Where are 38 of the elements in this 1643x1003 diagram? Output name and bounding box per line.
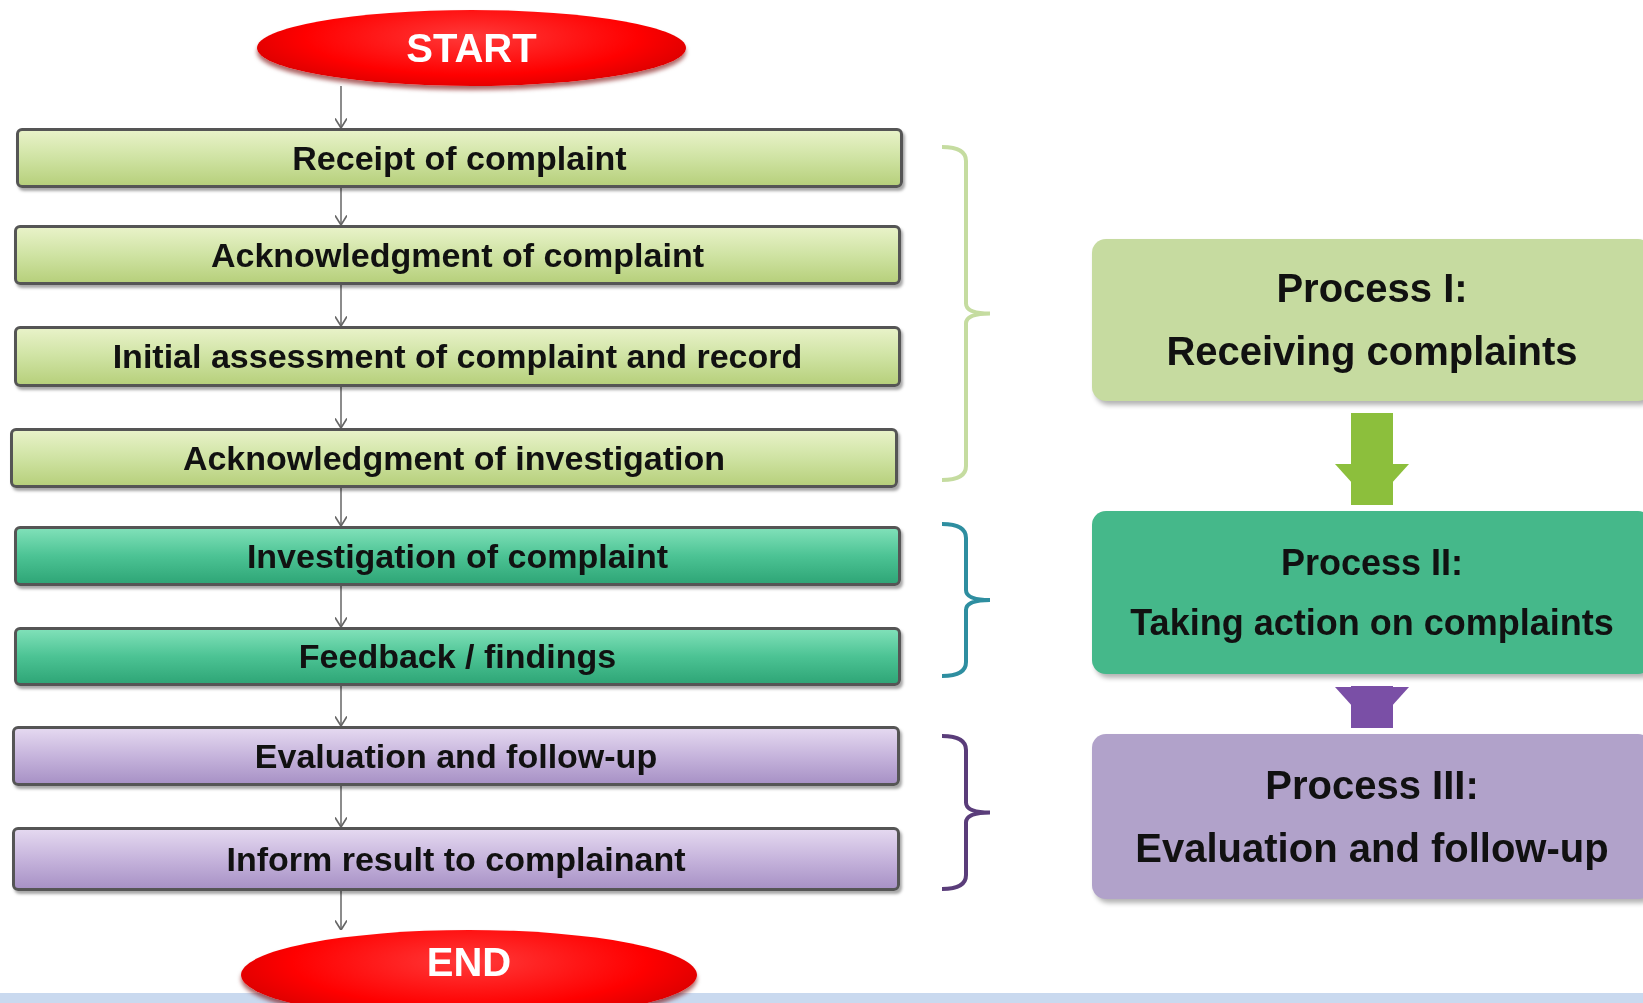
block-arrow <box>1335 686 1409 728</box>
arrow <box>334 187 348 226</box>
arrow <box>334 585 348 628</box>
process-bar <box>14 326 901 387</box>
arrow <box>334 386 348 429</box>
process-label: Taking action on complaints <box>1130 601 1614 644</box>
node-label: END <box>426 940 512 985</box>
node-label: Initial assessment of complaint and record <box>112 337 803 376</box>
process-box <box>1092 734 1643 899</box>
arrow <box>334 785 348 828</box>
process-bar <box>16 128 903 188</box>
process-bar <box>14 225 901 285</box>
arrow <box>334 890 348 931</box>
node-label: Evaluation and follow-up <box>254 736 658 776</box>
arrow <box>334 685 348 727</box>
arrow <box>334 284 348 327</box>
node-label: Feedback / findings <box>298 637 617 676</box>
node-label: Acknowledgment of complaint <box>210 235 704 275</box>
process-label: Receiving complaints <box>1166 329 1578 374</box>
node-label: Acknowledgment of investigation <box>182 438 726 478</box>
process-heading: Process II: <box>1280 541 1464 584</box>
process-bar <box>12 726 900 786</box>
process-bar <box>14 627 901 686</box>
arrow <box>334 487 348 527</box>
process-bar <box>10 428 898 488</box>
node-label: Investigation of complaint <box>246 536 669 576</box>
node-label: START <box>406 25 537 71</box>
node-label: Inform result to complainant <box>226 839 686 879</box>
block-arrow <box>1335 413 1409 505</box>
process-box <box>1092 511 1643 674</box>
process-heading: Process III: <box>1265 762 1479 808</box>
process-label: Evaluation and follow-up <box>1135 825 1609 871</box>
process-bar <box>14 526 901 586</box>
node-label: Receipt of complaint <box>292 138 627 178</box>
process-bar <box>12 827 900 891</box>
arrow <box>334 85 348 129</box>
process-heading: Process I: <box>1276 266 1468 311</box>
process-box <box>1092 239 1643 401</box>
